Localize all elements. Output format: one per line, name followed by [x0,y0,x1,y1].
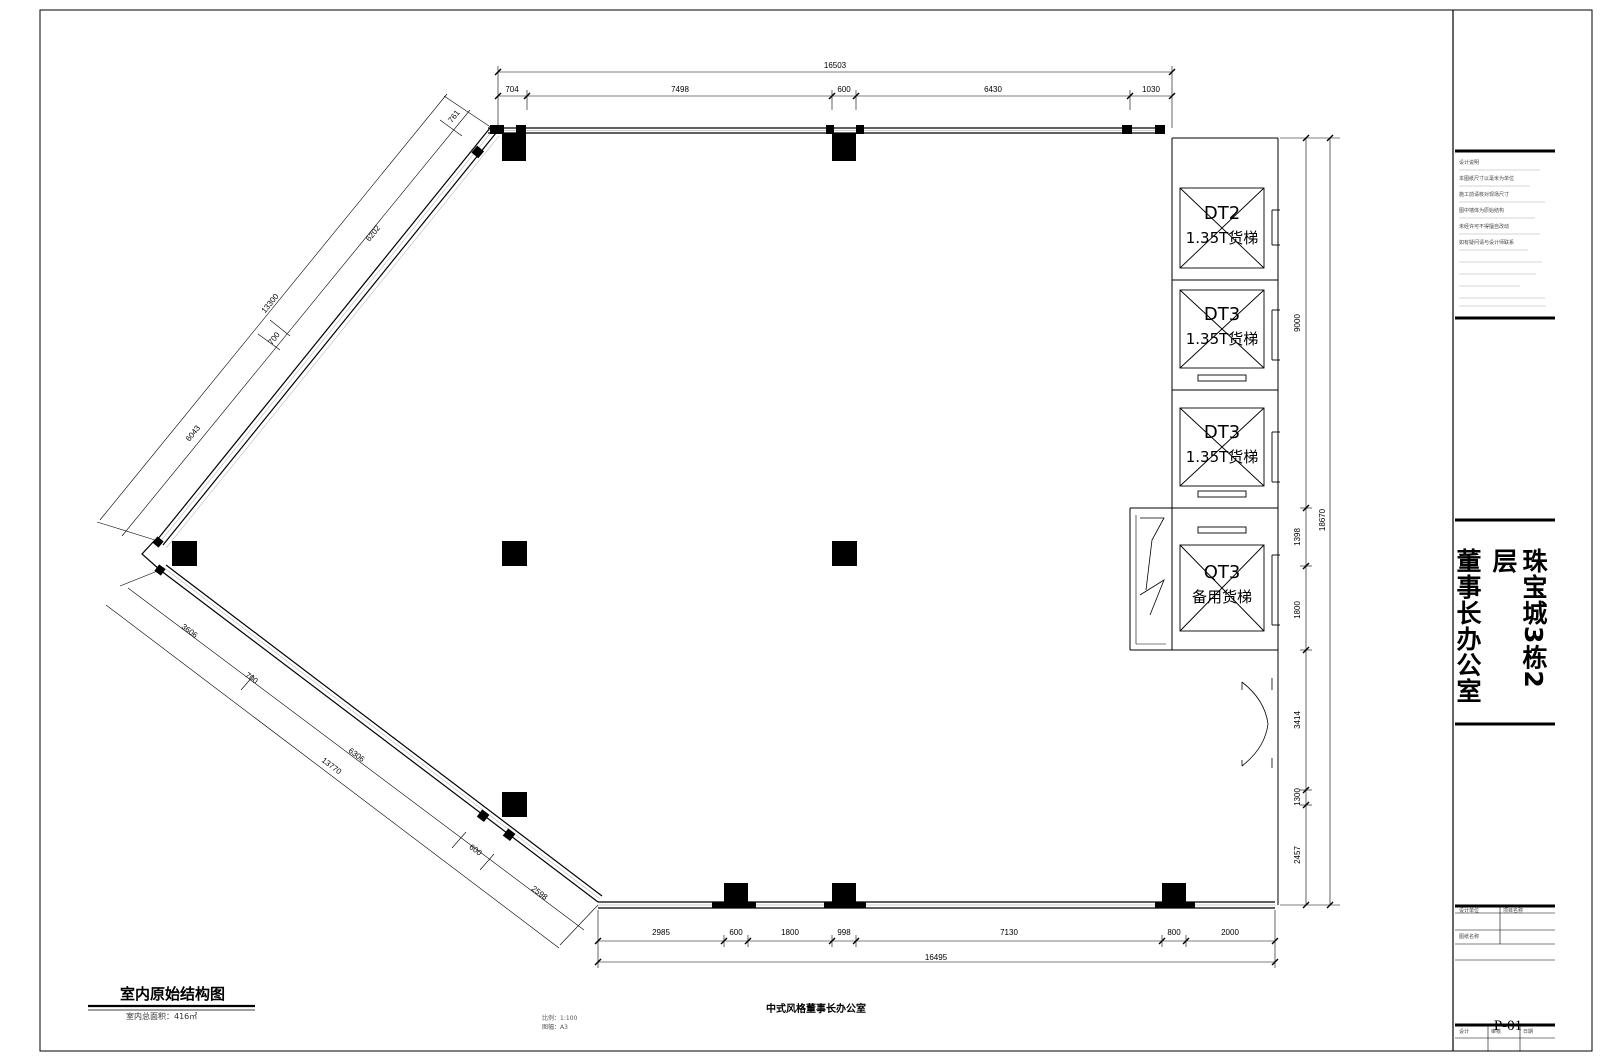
dim-right: 3414 [1293,711,1302,729]
dim-top-total: 16503 [824,61,847,70]
column [832,541,857,566]
elevator-2 [1179,289,1280,382]
elevator-id: QT3 [1204,562,1241,583]
column [502,133,526,161]
tb-label: 设计 [1459,1028,1469,1035]
columns [152,125,1195,908]
elevator-id: DT3 [1204,304,1240,325]
note-line: 施工前请核对现场尺寸 [1459,191,1509,198]
dim-right-total: 18670 [1318,508,1327,531]
note-line: 本图纸尺寸以毫米为单位 [1459,175,1514,182]
dim-upper-diag: 700 [266,330,282,346]
tb-label: 审核 [1491,1028,1501,1035]
dimension-ticks [494,68,1334,966]
elevator-capacity: 1.35T货梯 [1186,330,1259,348]
stair-details [1139,517,1165,616]
dim-bottom-total: 16495 [925,953,948,962]
dim-bottom: 1800 [781,928,799,937]
dim-bottom: 998 [837,928,851,937]
dim-bottom: 600 [729,928,743,937]
dim-right: 1800 [1293,601,1302,619]
dim-bottom: 800 [1167,928,1181,937]
note-line: 如有疑问请与设计师联系 [1459,239,1514,246]
dim-lower-diag: 6306 [347,746,367,764]
column [502,792,527,817]
dim-right: 1300 [1293,788,1302,806]
dim-bottom: 2985 [652,928,670,937]
note-line: 图中墙体为原始结构 [1459,207,1504,214]
dim-top: 6430 [984,85,1002,94]
tb-label: 设计单位 [1459,907,1479,914]
dim-bottom: 7130 [1000,928,1018,937]
sheet-frame [39,9,1593,1052]
column [172,541,197,566]
dim-right: 2457 [1293,846,1302,864]
dim-lower-diag: 2598 [530,884,550,902]
dim-upper-diag: 761 [446,108,462,124]
dim-lower-diag: 700 [243,670,260,686]
scale-note: 图幅：A3 [542,1024,568,1031]
tb-label: 项目名称 [1503,907,1523,914]
column [724,883,748,903]
title-line-1: 珠宝城3栋2层 [1489,548,1548,689]
dim-lower-diag-total: 13770 [320,756,344,777]
column [832,133,856,161]
dim-top: 704 [505,85,519,94]
column [502,541,527,566]
title-line-2: 董事长办公室 [1453,548,1482,704]
elevator-capacity: 备用货梯 [1192,588,1252,606]
sheet-number: P-01 [1493,1018,1523,1034]
elevator-capacity: 1.35T货梯 [1186,448,1259,466]
dim-right: 1398 [1293,528,1302,546]
elevator-capacity: 1.35T货梯 [1186,229,1259,247]
dim-right: 9000 [1293,314,1302,332]
column [1162,883,1186,903]
dim-lower-diag: 600 [467,842,484,858]
elevator-id: DT2 [1204,203,1240,224]
elevator-id: DT3 [1204,422,1240,443]
dim-top: 1030 [1142,85,1160,94]
area-label: 室内总面积：416㎡ [126,1012,198,1021]
dim-upper-diag: 6043 [184,423,203,443]
elevator-4 [1179,526,1280,632]
plan-title: 室内原始结构图 [120,985,226,1003]
dim-top: 7498 [671,85,689,94]
elevator-3 [1179,407,1280,498]
tb-label: 图纸名称 [1459,933,1479,940]
door [1241,678,1273,768]
walls [141,127,1279,909]
dim-top: 600 [837,85,851,94]
column [832,883,856,903]
dimension-lines [96,66,1340,968]
note-line: 设计说明 [1459,159,1479,166]
elevator-1 [1179,187,1280,269]
scale-note: 比例：1:100 [542,1015,578,1022]
dim-bottom: 2000 [1221,928,1239,937]
dim-upper-diag: 6202 [364,223,383,243]
project-name: 中式风格董事长办公室 [766,1004,866,1015]
note-line: 未经许可不得擅自改动 [1459,223,1509,230]
dim-lower-diag: 3606 [180,622,200,640]
tb-label: 日期 [1523,1029,1533,1035]
title-block: 设计说明 本图纸尺寸以毫米为单位 施工前请核对现场尺寸 图中墙体为原始结构 未经… [1455,149,1555,1051]
drawing-title: 珠宝城3栋2层 董事长办公室 [1453,548,1548,708]
